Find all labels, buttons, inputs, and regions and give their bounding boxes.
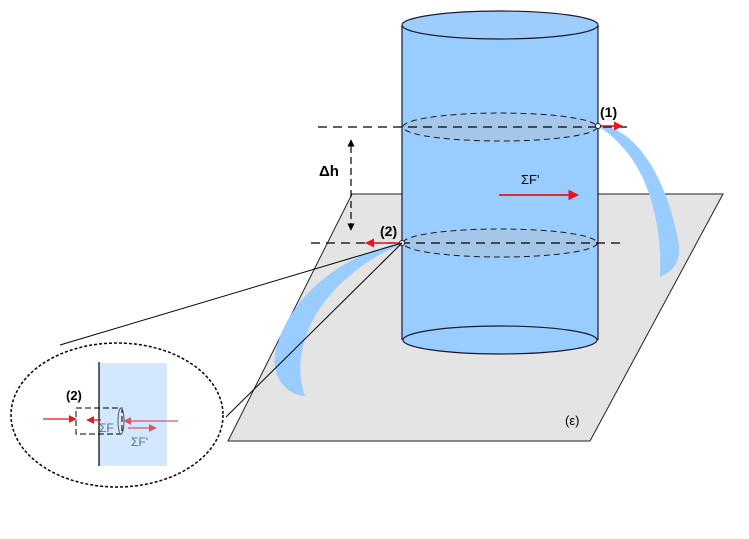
outlet-point-1 xyxy=(595,123,601,129)
sum-f-prime-label: ΣF' xyxy=(521,172,539,187)
callout-line-upper xyxy=(59,242,403,346)
callout-line-lower xyxy=(225,242,403,418)
water-jet-right xyxy=(600,125,680,277)
delta-h-label: Δh xyxy=(319,163,339,180)
point-1-label: (1) xyxy=(600,104,617,120)
inset-sum-f-prime-label: ΣF' xyxy=(131,435,148,449)
cylinder-bottom xyxy=(402,325,598,355)
cylinder-top xyxy=(401,10,599,40)
water-jet-left xyxy=(274,243,400,396)
point-2-label: (2) xyxy=(380,223,397,239)
inset-point-2-label: (2) xyxy=(66,388,82,403)
plane-label: (ε) xyxy=(565,413,579,428)
cylinder-body xyxy=(402,25,598,340)
inset-sum-f-label: ΣF xyxy=(99,421,114,435)
inset-water-region xyxy=(99,363,167,466)
